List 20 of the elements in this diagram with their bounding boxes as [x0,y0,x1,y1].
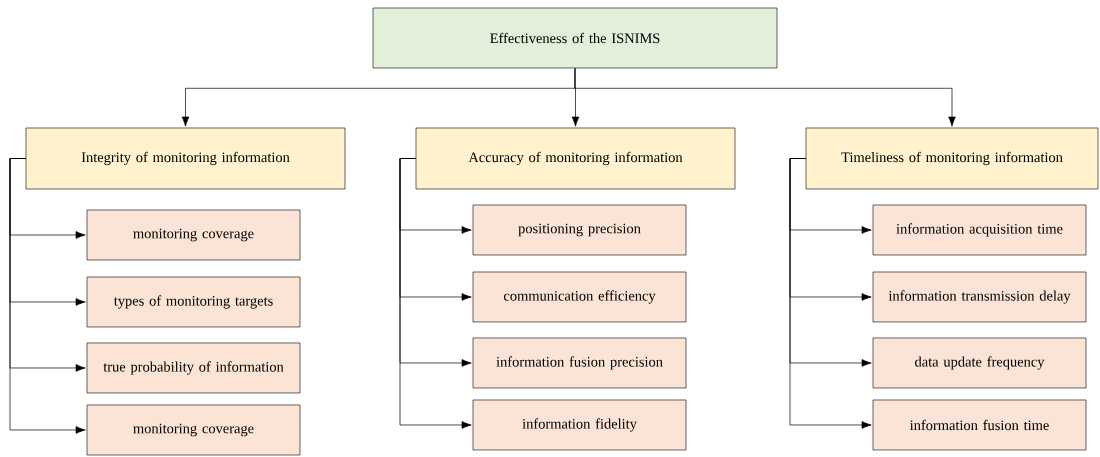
indicator-box: monitoring coverage [86,404,301,456]
indicator-box: information fusion precision [472,337,687,389]
category-box: Timeliness of monitoring information [805,127,1099,190]
indicator-box: communication efficiency [472,271,687,323]
indicator-box: information fidelity [472,399,687,451]
connector-arrow [9,158,86,434]
indicator-box: monitoring coverage [86,209,301,261]
indicator-box: types of monitoring targets [86,276,301,328]
indicator-box: information fusion time [872,399,1087,451]
connector-arrow [399,158,472,429]
connector-arrow [789,158,872,429]
connector-arrow [574,67,956,127]
title-box: Effectiveness of the ISNIMS [372,7,778,69]
indicator-box: true probability of information [86,342,301,394]
indicator-box: information acquisition time [872,204,1087,256]
indicator-box: information transmission delay [872,271,1087,323]
indicator-box: positioning precision [472,204,687,256]
indicator-box: data update frequency [872,337,1087,389]
category-box: Integrity of monitoring information [25,127,346,190]
category-box: Accuracy of monitoring information [415,127,736,190]
